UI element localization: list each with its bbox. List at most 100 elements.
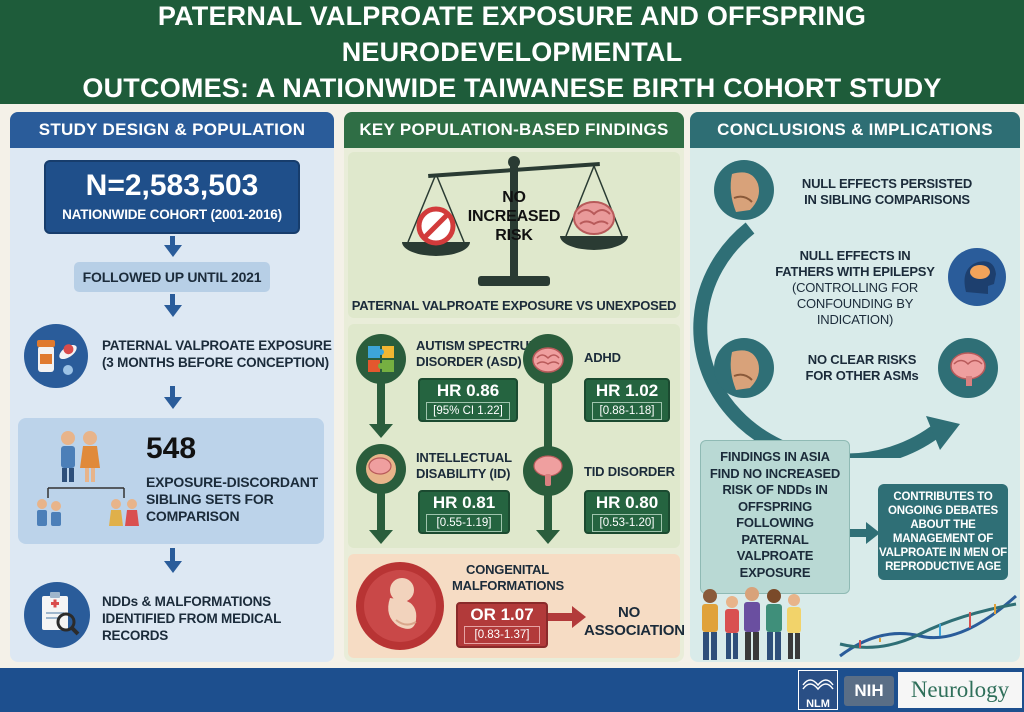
flow-arrow-2-stem xyxy=(170,294,175,306)
conclusion-2: NULL EFFECTS IN FATHERS WITH EPILEPSY (C… xyxy=(760,248,950,328)
head-brain-icon-blue xyxy=(948,248,1006,306)
right-arrow-icon xyxy=(850,522,880,544)
id-label-2: DISABILITY (ID) xyxy=(416,466,511,481)
asd-hr: HR 0.86 xyxy=(436,381,500,400)
debate-line-3: ABOUT THE xyxy=(910,519,976,531)
sibling-count: 548 xyxy=(146,432,197,465)
cycle-arrow xyxy=(693,222,960,458)
c2-line-4: CONFOUNDING BY INDICATION) xyxy=(796,296,914,327)
sibling-box: 548 EXPOSURE-DISCORDANT SIBLING SETS FOR… xyxy=(18,418,324,544)
title-line-2: OUTCOMES: A NATIONWIDE TAIWANESE BIRTH C… xyxy=(82,73,942,103)
nlm-logo: NLM xyxy=(798,670,838,710)
debate-line-6: REPRODUCTIVE AGE xyxy=(885,561,1001,573)
medical-records-icon xyxy=(24,582,90,648)
asia-line-7: VALPROATE xyxy=(736,548,814,563)
flow-arrow-1-stem xyxy=(170,236,175,246)
study-design-header: STUDY DESIGN & POPULATION xyxy=(10,112,334,148)
findings-header: KEY POPULATION-BASED FINDINGS xyxy=(344,112,684,148)
dna-icon xyxy=(839,594,1017,658)
sibling-line-2: SIBLING SETS FOR xyxy=(146,491,274,507)
flow-arrow-4 xyxy=(164,561,182,573)
puzzle-icon xyxy=(356,334,406,384)
fetus-icon xyxy=(356,562,444,650)
tid-hr: HR 0.80 xyxy=(595,493,659,512)
c3-line-1: NO CLEAR RISKS xyxy=(807,352,917,367)
neurology-logo: Neurology xyxy=(898,672,1022,708)
debate-box: CONTRIBUTES TO ONGOING DEBATES ABOUT THE… xyxy=(878,484,1008,580)
conclusions-header: CONCLUSIONS & IMPLICATIONS xyxy=(690,112,1020,148)
thinking-face-icon-1 xyxy=(714,160,774,220)
title-banner: PATERNAL VALPROATE EXPOSURE AND OFFSPRIN… xyxy=(0,0,1024,104)
c1-line-1: NULL EFFECTS PERSISTED xyxy=(801,176,973,191)
scale-section: NO INCREASED RISK PATERNAL VALPROATE EXP… xyxy=(348,152,680,318)
asd-label-1: AUTISM SPECTRUM xyxy=(416,338,540,353)
flow-arrow-3-stem xyxy=(170,386,175,398)
c3-line-2: FOR OTHER ASMs xyxy=(805,368,919,383)
brainstem-icon xyxy=(523,446,573,496)
debate-line-2: ONGOING DEBATES xyxy=(888,505,998,517)
cm-arrow-icon xyxy=(548,606,586,628)
study-design-panel: STUDY DESIGN & POPULATION N=2,583,503 NA… xyxy=(10,112,334,662)
asia-line-3: RISK OF NDDs IN xyxy=(722,482,828,497)
people-group-icon xyxy=(702,587,1017,660)
cm-label-1: CONGENITAL xyxy=(466,562,549,577)
flow-arrow-4-stem xyxy=(170,548,175,562)
cm-ci: [0.83-1.37] xyxy=(464,626,540,644)
asd-label-2: DISORDER (ASD) xyxy=(416,354,522,369)
records-line-1: NDDs & MALFORMATIONS xyxy=(102,594,271,609)
comparison-label: PATERNAL VALPROATE EXPOSURE VS UNEXPOSED xyxy=(351,298,677,313)
asia-line-1: FINDINGS IN ASIA xyxy=(720,449,830,464)
malformations-section: CONGENITAL MALFORMATIONS OR 1.07 [0.83-1… xyxy=(348,554,684,658)
head-brain-icon xyxy=(356,444,406,494)
cm-result: NO ASSOCIATION xyxy=(584,604,684,640)
adhd-ci: [0.88-1.18] xyxy=(592,402,662,420)
tid-ci: [0.53-1.20] xyxy=(592,514,662,532)
nlm-text: NLM xyxy=(806,698,830,710)
cm-or-box: OR 1.07 [0.83-1.37] xyxy=(456,602,548,648)
scale-line-2: INCREASED xyxy=(467,208,561,225)
cohort-description: NATIONWIDE COHORT (2001-2016) xyxy=(62,207,282,222)
debate-line-4: MANAGEMENT OF xyxy=(892,533,994,545)
nih-logo: NIH xyxy=(844,676,894,706)
debate-line-5: VALPROATE IN MEN OF xyxy=(878,547,1008,559)
id-ci: [0.55-1.19] xyxy=(426,514,502,532)
brain-icon-adhd xyxy=(523,334,573,384)
pill-bottle-icon xyxy=(24,324,88,388)
exposure-line-2: (3 MONTHS BEFORE CONCEPTION) xyxy=(102,355,329,370)
brain-icon-conclusions xyxy=(938,338,998,398)
c2-line-3: (CONTROLLING FOR xyxy=(791,280,919,295)
tid-hr-box: HR 0.80 [0.53-1.20] xyxy=(584,490,670,534)
records-line-3: RECORDS xyxy=(102,628,169,643)
scale-line-1: NO xyxy=(502,189,526,206)
asia-findings-box: FINDINGS IN ASIA FIND NO INCREASED RISK … xyxy=(700,440,850,594)
cohort-box: N=2,583,503 NATIONWIDE COHORT (2001-2016… xyxy=(44,160,300,234)
c2-line-2: FATHERS WITH EPILEPSY xyxy=(775,264,935,279)
sibling-line-3: COMPARISON xyxy=(146,508,240,524)
adhd-label: ADHD xyxy=(584,350,621,365)
id-label-1: INTELLECTUAL xyxy=(416,450,512,465)
title-line-1: PATERNAL VALPROATE EXPOSURE AND OFFSPRIN… xyxy=(157,1,867,67)
conclusion-1: NULL EFFECTS PERSISTED IN SIBLING COMPAR… xyxy=(782,176,992,208)
asd-ci: [95% CI 1.22] xyxy=(426,402,510,420)
asd-hr-box: HR 0.86 [95% CI 1.22] xyxy=(418,378,518,422)
balance-scale-icon xyxy=(402,156,628,286)
cm-label-2: MALFORMATIONS xyxy=(452,578,564,593)
flow-arrow-2 xyxy=(164,305,182,317)
asia-line-8: EXPOSURE xyxy=(739,564,811,580)
cohort-n: N=2,583,503 xyxy=(85,169,259,202)
ndd-outcomes-section: AUTISM SPECTRUM DISORDER (ASD) HR 0.86 [… xyxy=(348,324,680,548)
adhd-hr-box: HR 1.02 [0.88-1.18] xyxy=(584,378,670,422)
thinking-face-icon-2 xyxy=(714,338,774,398)
scale-text: NO INCREASED RISK xyxy=(464,188,564,245)
c1-line-2: IN SIBLING COMPARISONS xyxy=(804,192,970,207)
exposure-line-1: PATERNAL VALPROATE EXPOSURE xyxy=(102,338,332,353)
footer-bar: NLM NIH Neurology xyxy=(0,668,1024,712)
c2-line-1: NULL EFFECTS IN xyxy=(799,248,911,263)
debate-line-1: CONTRIBUTES TO xyxy=(893,491,993,503)
cm-or: OR 1.07 xyxy=(470,605,534,624)
scale-line-3: RISK xyxy=(495,227,533,244)
nlm-book-icon xyxy=(802,679,834,691)
flow-arrow-1 xyxy=(164,245,182,257)
sibling-line-1: EXPOSURE-DISCORDANT xyxy=(146,474,318,490)
cm-result-1: NO xyxy=(617,604,641,621)
